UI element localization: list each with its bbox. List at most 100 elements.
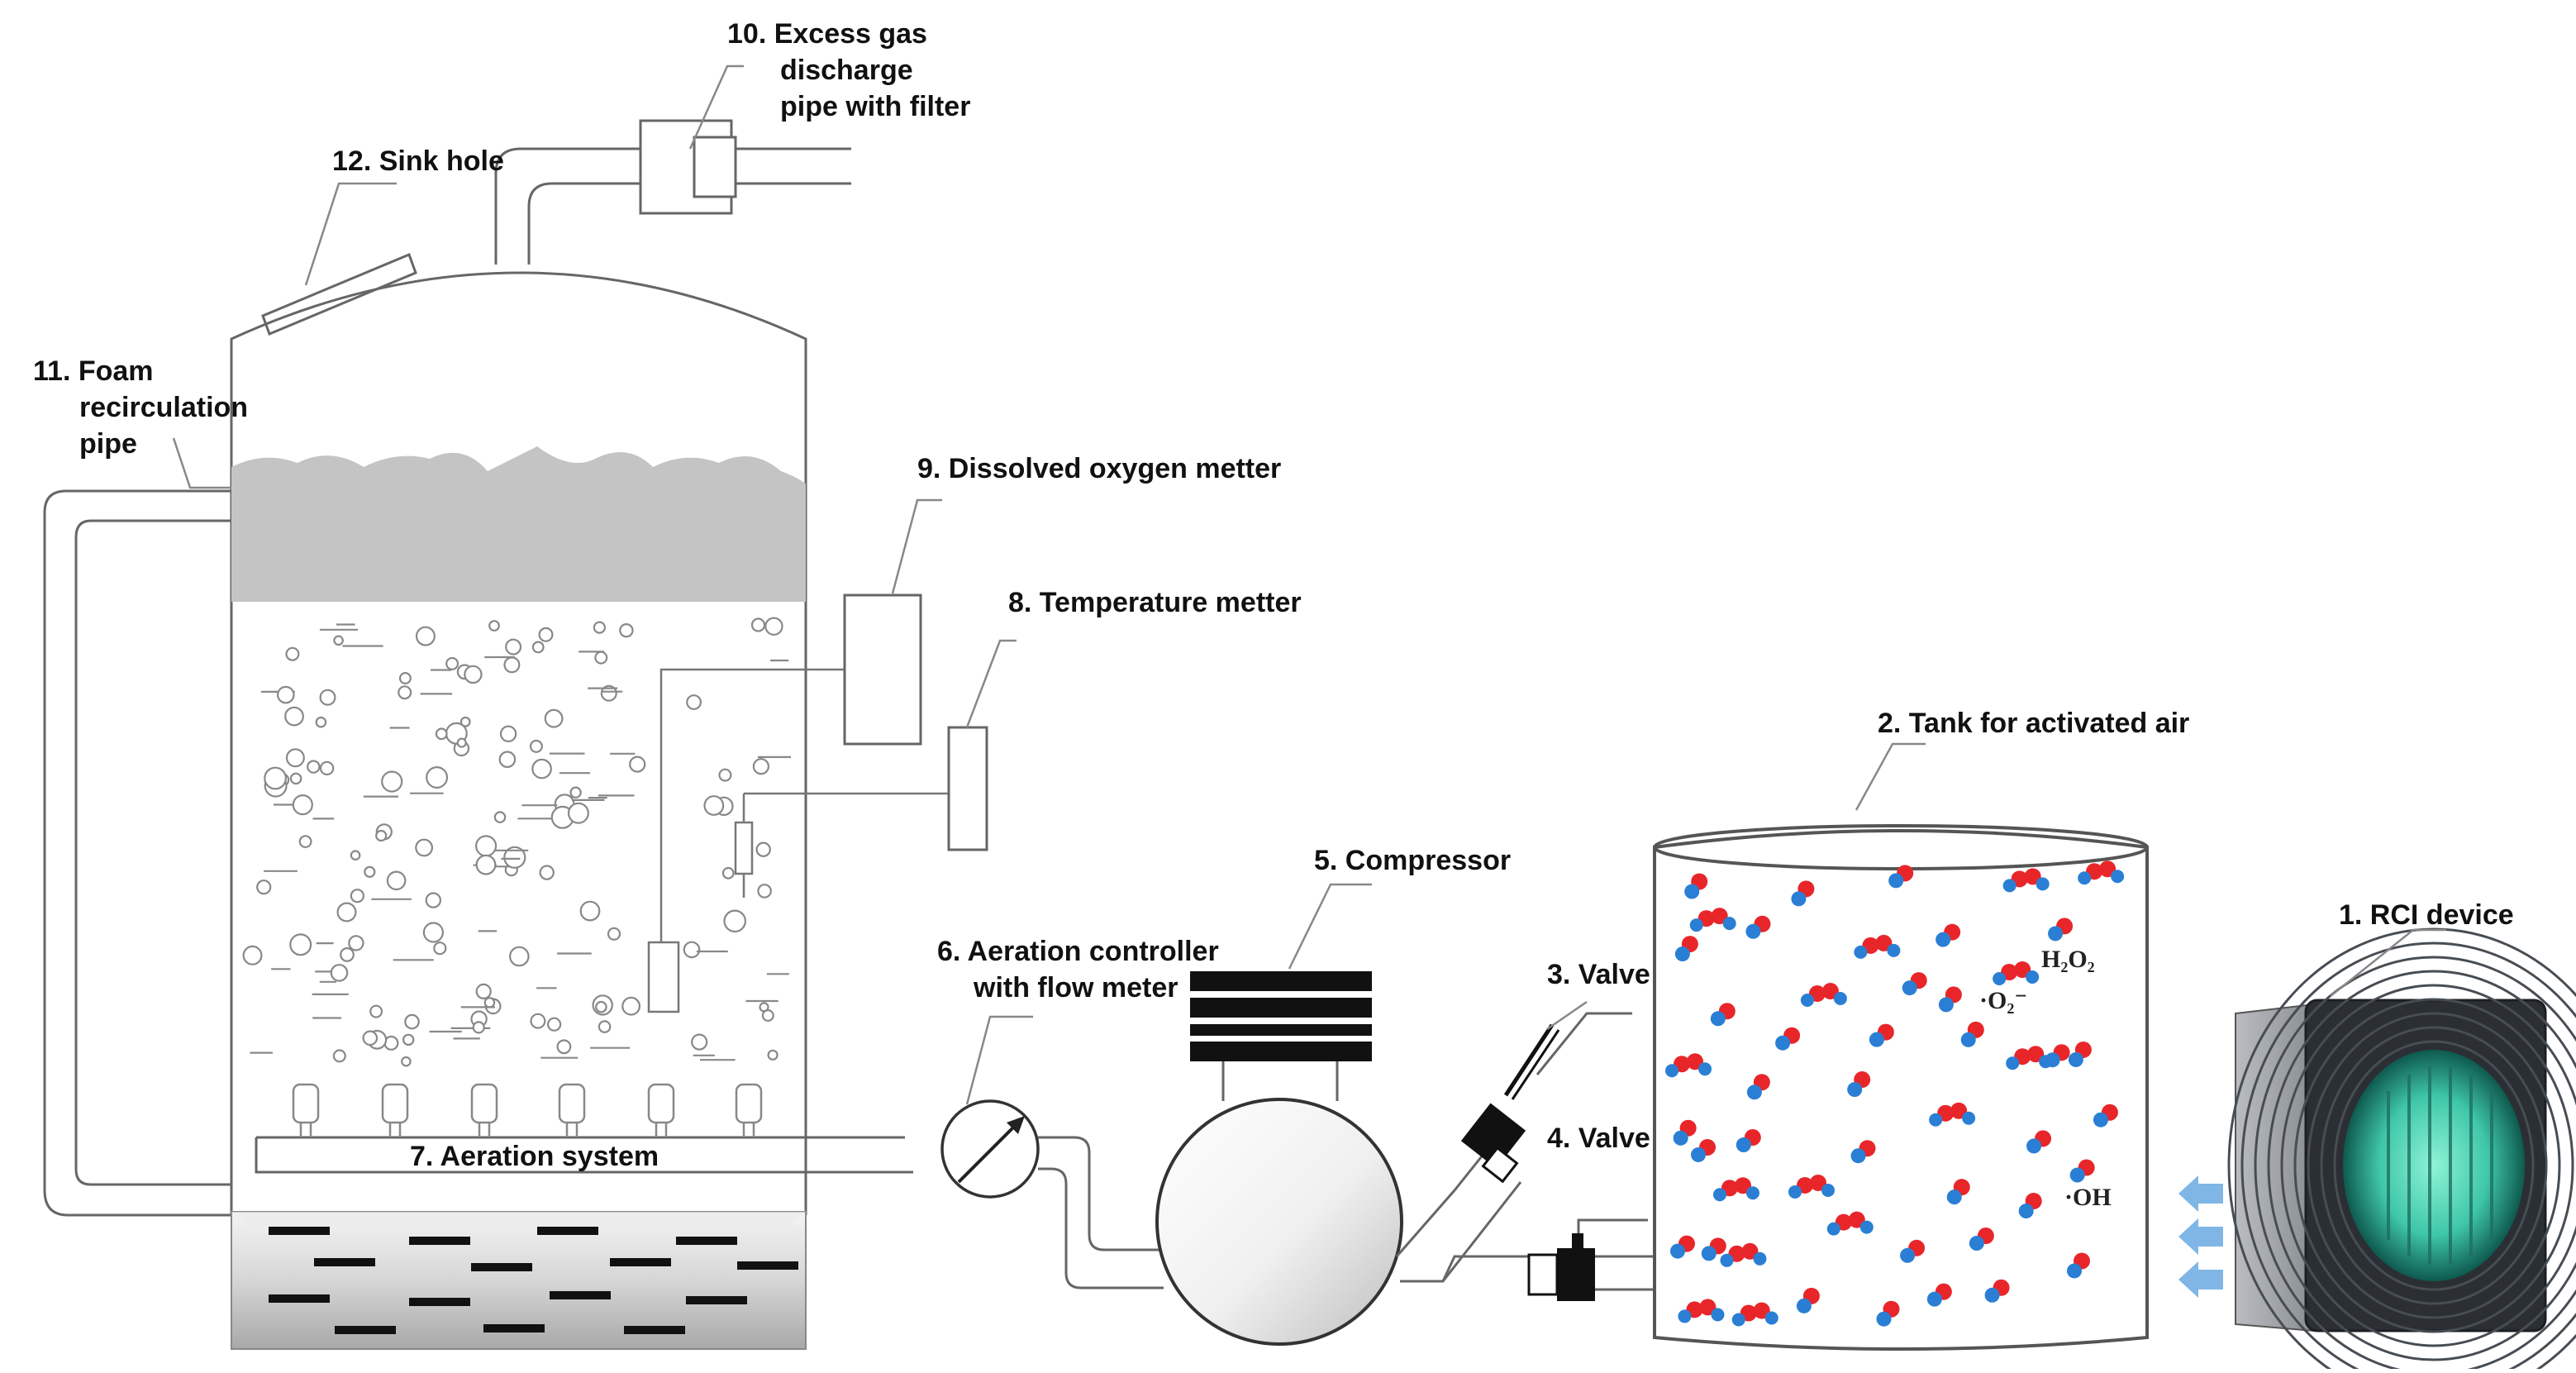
- rci-device: [2227, 927, 2576, 1373]
- hydrogen-atom: [2093, 1112, 2108, 1127]
- bubble: [459, 716, 471, 727]
- bubble: [750, 617, 766, 632]
- oxygen-atom: [2014, 961, 2031, 978]
- device-ring: [2333, 1040, 2535, 1291]
- hydrogen-atom: [1847, 1082, 1863, 1098]
- hydrogen-atom: [2069, 1167, 2085, 1183]
- hydrogen-atom: [1887, 943, 1901, 957]
- hydrogen-atom: [1684, 884, 1700, 899]
- oxygen-atom: [1699, 1299, 1717, 1316]
- device-ring: [2240, 942, 2576, 1373]
- heating-element: [550, 1291, 611, 1299]
- hydrogen-atom: [1710, 1011, 1726, 1027]
- air-intake-arrows: [2178, 1175, 2223, 1298]
- bubble: [445, 656, 459, 670]
- label-superoxide: ·O₂⁻: [1979, 987, 2027, 1014]
- bubble: [499, 725, 517, 743]
- hydrogen-atom: [1796, 1298, 1812, 1313]
- bubble: [757, 884, 772, 899]
- hydrogen-atom: [1788, 1185, 1802, 1199]
- label-leaders: [172, 64, 2446, 1105]
- hydrogen-atom: [1691, 1147, 1707, 1162]
- labels: 1. RCI device 2. Tank for activated air …: [33, 18, 2514, 1172]
- hydrogen-atom: [2002, 879, 2017, 893]
- bubble: [493, 811, 507, 823]
- diffuser: [292, 1083, 320, 1124]
- hydrogen-atom: [1720, 1253, 1734, 1267]
- label-hydroxyl: ·OH: [2064, 1184, 2112, 1211]
- hydrogen-atom: [1833, 992, 1847, 1006]
- bubble: [539, 865, 555, 880]
- bubble: [761, 1008, 774, 1022]
- hydrogen-atom: [2048, 926, 2064, 942]
- hydrogen-atom: [2026, 1138, 2042, 1154]
- bubble: [435, 727, 448, 741]
- bubble: [289, 772, 302, 785]
- hydrogen-atom: [1962, 1111, 1976, 1125]
- bubble: [386, 870, 407, 891]
- heating-element: [686, 1296, 747, 1304]
- bubble: [285, 748, 305, 768]
- hydrogen-atom: [1902, 980, 1917, 996]
- temperature-meter: [947, 726, 988, 851]
- oxygen-atom: [1848, 1211, 1865, 1228]
- bubble: [381, 770, 403, 793]
- device-ring: [2307, 1012, 2561, 1319]
- bubble: [472, 1021, 485, 1034]
- foam-layer: [231, 446, 806, 602]
- hydrogen-atom: [2018, 1204, 2034, 1219]
- hydrogen-atom: [1929, 1113, 1943, 1127]
- bubble: [721, 866, 735, 880]
- bubble: [276, 685, 295, 704]
- oxygen-atom: [2099, 861, 2117, 878]
- label-temperature-meter: 8. Temperature metter: [1008, 587, 1302, 618]
- bubble: [598, 1020, 612, 1033]
- bubble: [683, 941, 701, 959]
- bubble: [503, 846, 526, 869]
- hydrogen-atom: [1993, 971, 2007, 985]
- hydrogen-atom: [1764, 1311, 1778, 1325]
- bubble: [619, 623, 634, 638]
- bubble: [629, 756, 646, 773]
- hydrogen-atom: [1960, 1032, 1976, 1047]
- bubble: [483, 997, 496, 1008]
- oxygen-atom: [1734, 1177, 1751, 1194]
- bubble: [284, 706, 304, 727]
- oxygen-atom: [1821, 983, 1839, 1000]
- heating-element: [624, 1326, 685, 1334]
- bubble: [242, 945, 263, 965]
- bubble: [508, 946, 530, 967]
- bubble: [264, 766, 288, 790]
- bubble: [289, 933, 312, 956]
- bubble: [369, 1004, 383, 1018]
- label-valve-4: 4. Valve: [1547, 1123, 1650, 1154]
- bubble: [298, 835, 312, 848]
- bubble: [755, 841, 771, 857]
- bubble: [594, 651, 608, 665]
- bubble: [401, 1056, 412, 1067]
- bubble: [752, 758, 770, 775]
- label-foam-recirculation-3: pipe: [79, 428, 137, 460]
- hydrogen-atom: [2068, 1051, 2083, 1067]
- bubble: [402, 1033, 415, 1046]
- hydrogen-atom: [1753, 1251, 1767, 1266]
- hydrogen-atom: [1745, 1186, 1759, 1200]
- dissolved-oxygen-meter: [843, 594, 922, 746]
- label-valve-3: 3. Valve: [1547, 959, 1650, 990]
- bubble: [498, 751, 517, 768]
- hydrogen-atom: [1926, 1291, 1942, 1307]
- hydrogen-atom: [1821, 1183, 1835, 1197]
- valve-3: [1460, 1012, 1632, 1184]
- bubble: [579, 900, 601, 922]
- device-ring: [2254, 956, 2576, 1373]
- bubble: [600, 684, 617, 702]
- bubble: [531, 758, 552, 779]
- bubble: [529, 739, 543, 753]
- hydrogen-atom: [1775, 1035, 1791, 1051]
- bubble: [686, 694, 702, 710]
- oxygen-atom: [1809, 1174, 1826, 1191]
- bubble: [375, 829, 388, 842]
- bubble: [350, 889, 364, 903]
- hydrogen-atom: [1791, 891, 1807, 907]
